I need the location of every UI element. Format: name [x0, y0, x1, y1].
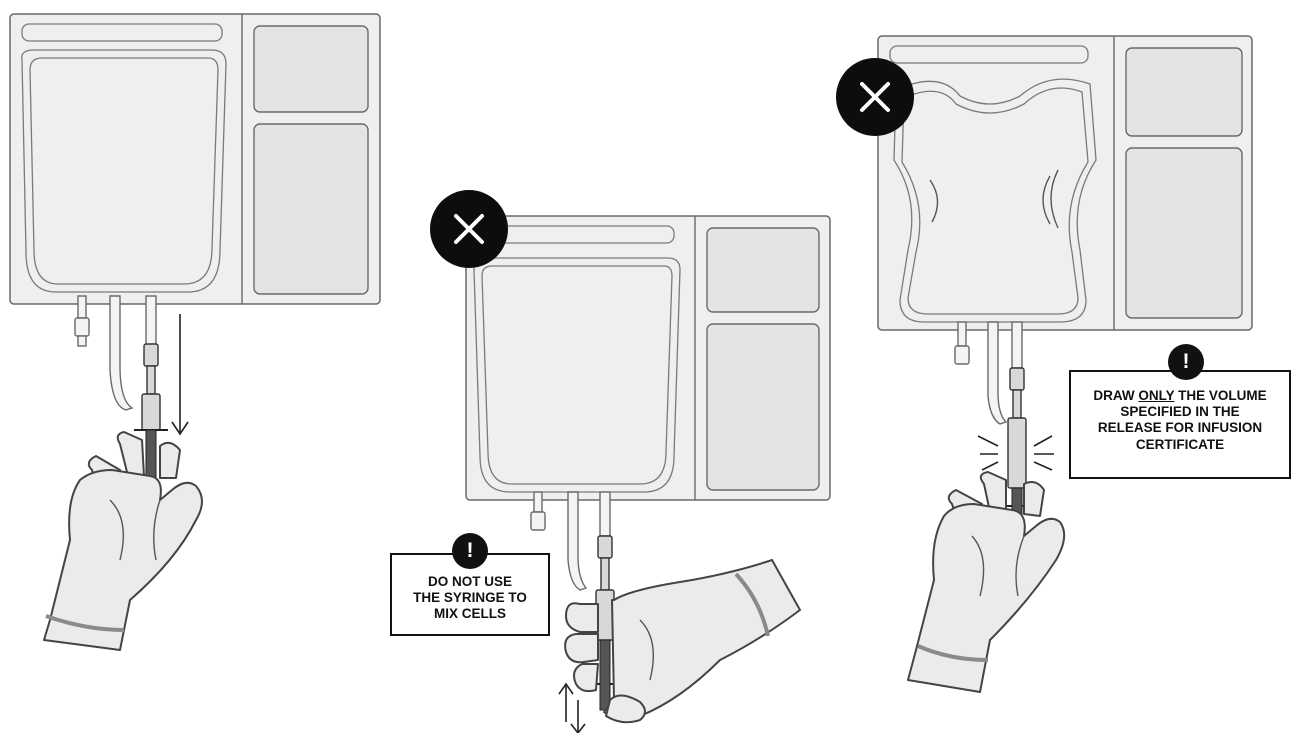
callout-line: DRAW ONLY THE VOLUME: [1071, 388, 1289, 404]
panel-correct-draw: [10, 14, 380, 650]
callout-emphasis: NOT: [452, 574, 481, 589]
down-arrow-icon: [172, 314, 188, 434]
callout-text: DRAW: [1093, 388, 1138, 403]
callout-text: DO: [428, 574, 452, 589]
x-mark-icon: [836, 58, 914, 136]
exclamation-icon: !: [452, 533, 488, 569]
infusion-bag-icon: [466, 216, 830, 500]
callout-line: RELEASE FOR INFUSION: [1071, 420, 1289, 436]
panel-no-mixing: [466, 216, 830, 733]
callout-line: CERTIFICATE: [1071, 437, 1289, 453]
callout-line: SPECIFIED IN THE: [1071, 404, 1289, 420]
callout-text: THE VOLUME: [1174, 388, 1266, 403]
gloved-hand-icon: [44, 432, 202, 650]
x-mark-icon: [430, 190, 508, 268]
gloved-hand-icon: [908, 472, 1064, 692]
callout-line: THE SYRINGE TO: [392, 590, 548, 606]
infusion-bag-icon: [10, 14, 380, 304]
up-down-arrows-icon: [559, 684, 585, 733]
collapsed-bag-icon: [878, 36, 1252, 330]
callout-line: DO NOT USE: [392, 574, 548, 590]
warning-callout-volume: DRAW ONLY THE VOLUME SPECIFIED IN THE RE…: [1069, 370, 1291, 479]
callout-emphasis: ONLY: [1138, 388, 1174, 403]
callout-text: USE: [481, 574, 513, 589]
exclamation-icon: !: [1168, 344, 1204, 380]
callout-line: MIX CELLS: [392, 606, 548, 622]
